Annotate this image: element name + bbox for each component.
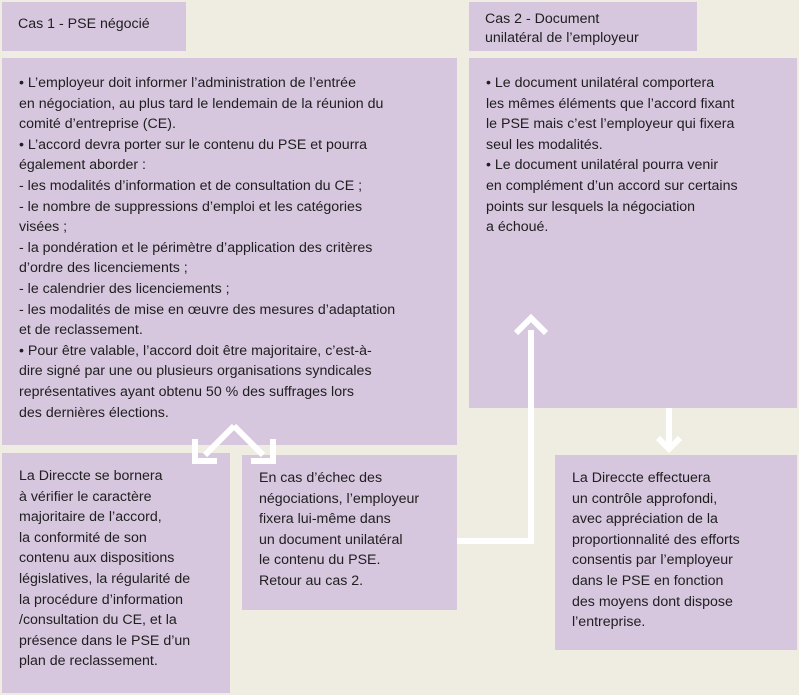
direccte-document-box: La Direccte effectuera un contrôle appro… xyxy=(555,455,797,650)
case2-title-box: Cas 2 - Document unilatéral de l’employe… xyxy=(469,2,697,51)
negotiation-failure-box: En cas d’échec des négociations, l’emplo… xyxy=(242,455,457,610)
case2-description: • Le document unilatéral comportera les … xyxy=(486,75,738,236)
case1-description-box: • L’employeur doit informer l’administra… xyxy=(2,58,457,445)
case1-description: • L’employeur doit informer l’administra… xyxy=(19,75,396,421)
down-arrowhead-icon xyxy=(655,435,683,454)
direccte-accord-box: La Direccte se bornera à vérifier le car… xyxy=(2,453,230,693)
case2-description-box: • Le document unilatéral comportera les … xyxy=(469,58,797,408)
case2-title: Cas 2 - Document unilatéral de l’employe… xyxy=(485,11,639,46)
case1-title-box: Cas 1 - PSE négocié xyxy=(2,2,186,51)
negotiation-failure-text: En cas d’échec des négociations, l’emplo… xyxy=(259,470,420,589)
direccte-document-text: La Direccte effectuera un contrôle appro… xyxy=(572,470,740,631)
direccte-accord-text: La Direccte se bornera à vérifier le car… xyxy=(19,468,191,670)
case1-title: Cas 1 - PSE négocié xyxy=(18,16,150,32)
